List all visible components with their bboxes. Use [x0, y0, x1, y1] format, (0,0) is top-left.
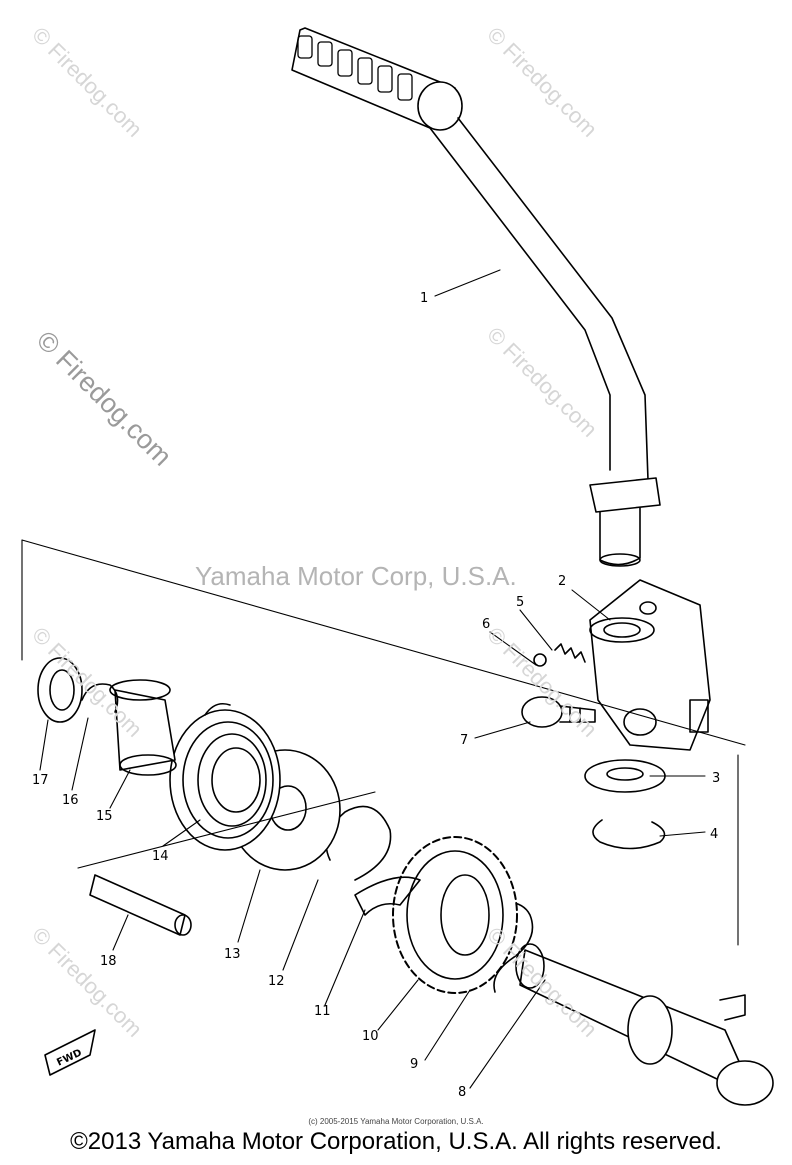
clamp-bolt	[521, 696, 596, 728]
return-spring	[169, 702, 281, 851]
callout-4: 4	[710, 827, 718, 842]
callout-17: 17	[32, 773, 49, 788]
callout-7: 7	[460, 733, 468, 748]
small-copyright: (c) 2005-2015 Yamaha Motor Corporation, …	[308, 1117, 484, 1126]
detent-spring	[554, 643, 586, 663]
callout-12: 12	[268, 974, 285, 989]
kick-crank-boss	[589, 579, 711, 751]
callout-5: 5	[516, 595, 524, 610]
circlip	[592, 819, 666, 850]
callout-8: 8	[458, 1085, 466, 1100]
fwd-arrow-icon	[44, 1029, 96, 1076]
callout-13: 13	[224, 947, 241, 962]
callout-15: 15	[96, 809, 113, 824]
callout-1: 1	[420, 291, 428, 306]
spring-guide	[109, 679, 177, 776]
leader-lines	[39, 269, 706, 1089]
assembly-outline	[21, 539, 746, 946]
kick-shaft	[515, 943, 774, 1106]
half-clip	[354, 876, 421, 916]
callout-3: 3	[712, 771, 720, 786]
callout-6: 6	[482, 617, 490, 632]
callout-14: 14	[152, 849, 169, 864]
detent-ball	[533, 653, 547, 667]
callout-10: 10	[362, 1029, 379, 1044]
kick-gear	[392, 836, 518, 994]
callout-18: 18	[100, 954, 117, 969]
callout-11: 11	[314, 1004, 331, 1019]
callout-16: 16	[62, 793, 79, 808]
spline-pin	[89, 874, 192, 936]
footer-copyright: ©2013 Yamaha Motor Corporation, U.S.A. A…	[70, 1128, 722, 1155]
callout-2: 2	[558, 574, 566, 589]
small-circlip	[81, 683, 119, 713]
oil-seal	[37, 657, 83, 723]
callout-9: 9	[410, 1057, 418, 1072]
center-watermark: Yamaha Motor Corp, U.S.A.	[195, 561, 517, 591]
kick-lever	[291, 27, 661, 567]
